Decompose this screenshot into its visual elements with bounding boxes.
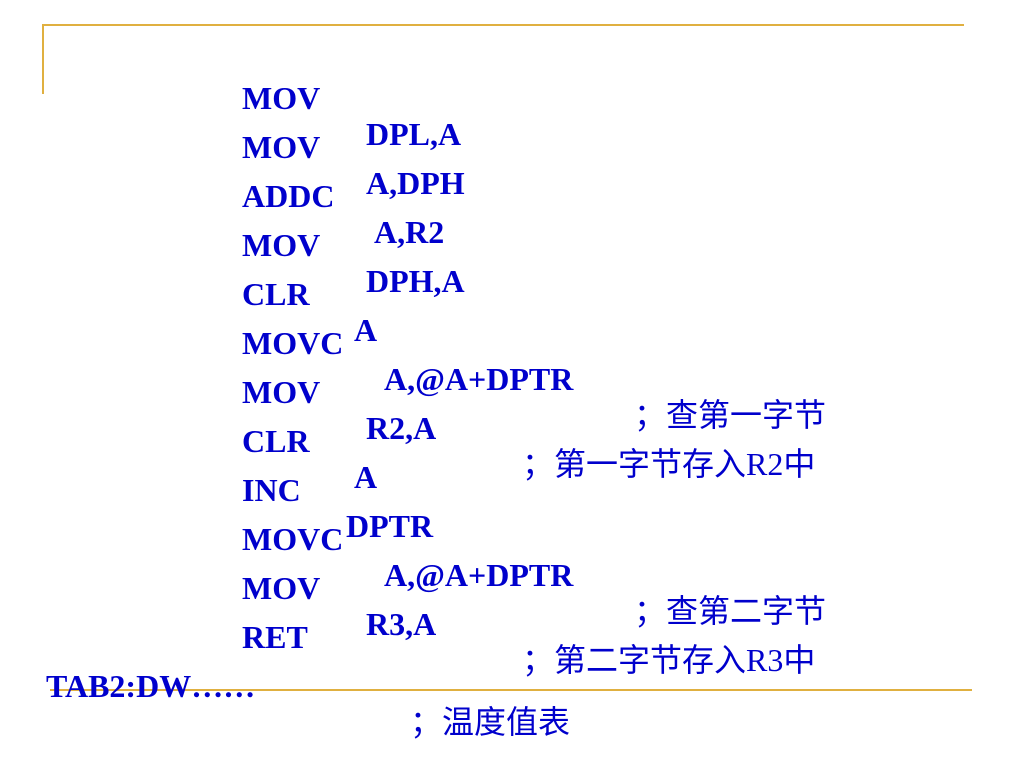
- left-rule: [42, 24, 44, 94]
- code-line: MOVC A,@A+DPTR ；查第一字节: [242, 289, 942, 433]
- mnemonic: MOV: [242, 227, 321, 263]
- mnemonic: INC: [242, 472, 301, 508]
- code-line: CLR A: [242, 240, 942, 348]
- code-line: MOV A,DPH: [242, 93, 942, 201]
- mnemonic: MOV: [242, 129, 321, 165]
- table-label: TAB2:DW……: [46, 668, 256, 704]
- code-line: RET: [242, 583, 942, 655]
- code-line: MOV R3,A ；第二字节存入R3中: [242, 534, 942, 678]
- mnemonic: MOV: [242, 80, 321, 116]
- code-line: MOV R2,A ；第一字节存入R2中: [242, 338, 942, 482]
- operand: A,DPH: [366, 165, 465, 201]
- mnemonic: CLR: [242, 276, 310, 312]
- operand: A,@A+DPTR: [384, 557, 574, 593]
- comment: ；温度值表: [410, 704, 571, 740]
- code-line: ADDC A,R2: [242, 142, 942, 250]
- table-definition-line: TAB2:DW…… ；温度值表: [46, 632, 946, 740]
- operand: A: [354, 312, 378, 348]
- operand: A: [354, 459, 378, 495]
- comment: ；第一字节存入R2中: [522, 446, 816, 482]
- comment: ；查第二字节: [634, 593, 827, 629]
- code-line: INC DPTR: [242, 436, 942, 544]
- operand: DPH,A: [366, 263, 465, 299]
- mnemonic: MOVC: [242, 521, 344, 557]
- operand: A,@A+DPTR: [384, 361, 574, 397]
- code-line: MOVC A,@A+DPTR ；查第二字节: [242, 485, 942, 629]
- operand: R3,A: [366, 606, 437, 642]
- comment: ；查第一字节: [634, 397, 827, 433]
- mnemonic: MOVC: [242, 325, 344, 361]
- bottom-rule: [50, 689, 972, 691]
- mnemonic: CLR: [242, 423, 310, 459]
- mnemonic: MOV: [242, 374, 321, 410]
- top-rule: [42, 24, 964, 26]
- operand: R2,A: [366, 410, 437, 446]
- mnemonic: ADDC: [242, 178, 335, 214]
- code-line: CLR A: [242, 387, 942, 495]
- comment: ；第二字节存入R3中: [522, 642, 816, 678]
- mnemonic: MOV: [242, 570, 321, 606]
- operand: DPTR: [346, 508, 434, 544]
- code-line: MOV DPL,A: [242, 44, 942, 152]
- code-line: MOV DPH,A: [242, 191, 942, 299]
- mnemonic: RET: [242, 619, 308, 655]
- operand: A,R2: [374, 214, 445, 250]
- operand: DPL,A: [366, 116, 462, 152]
